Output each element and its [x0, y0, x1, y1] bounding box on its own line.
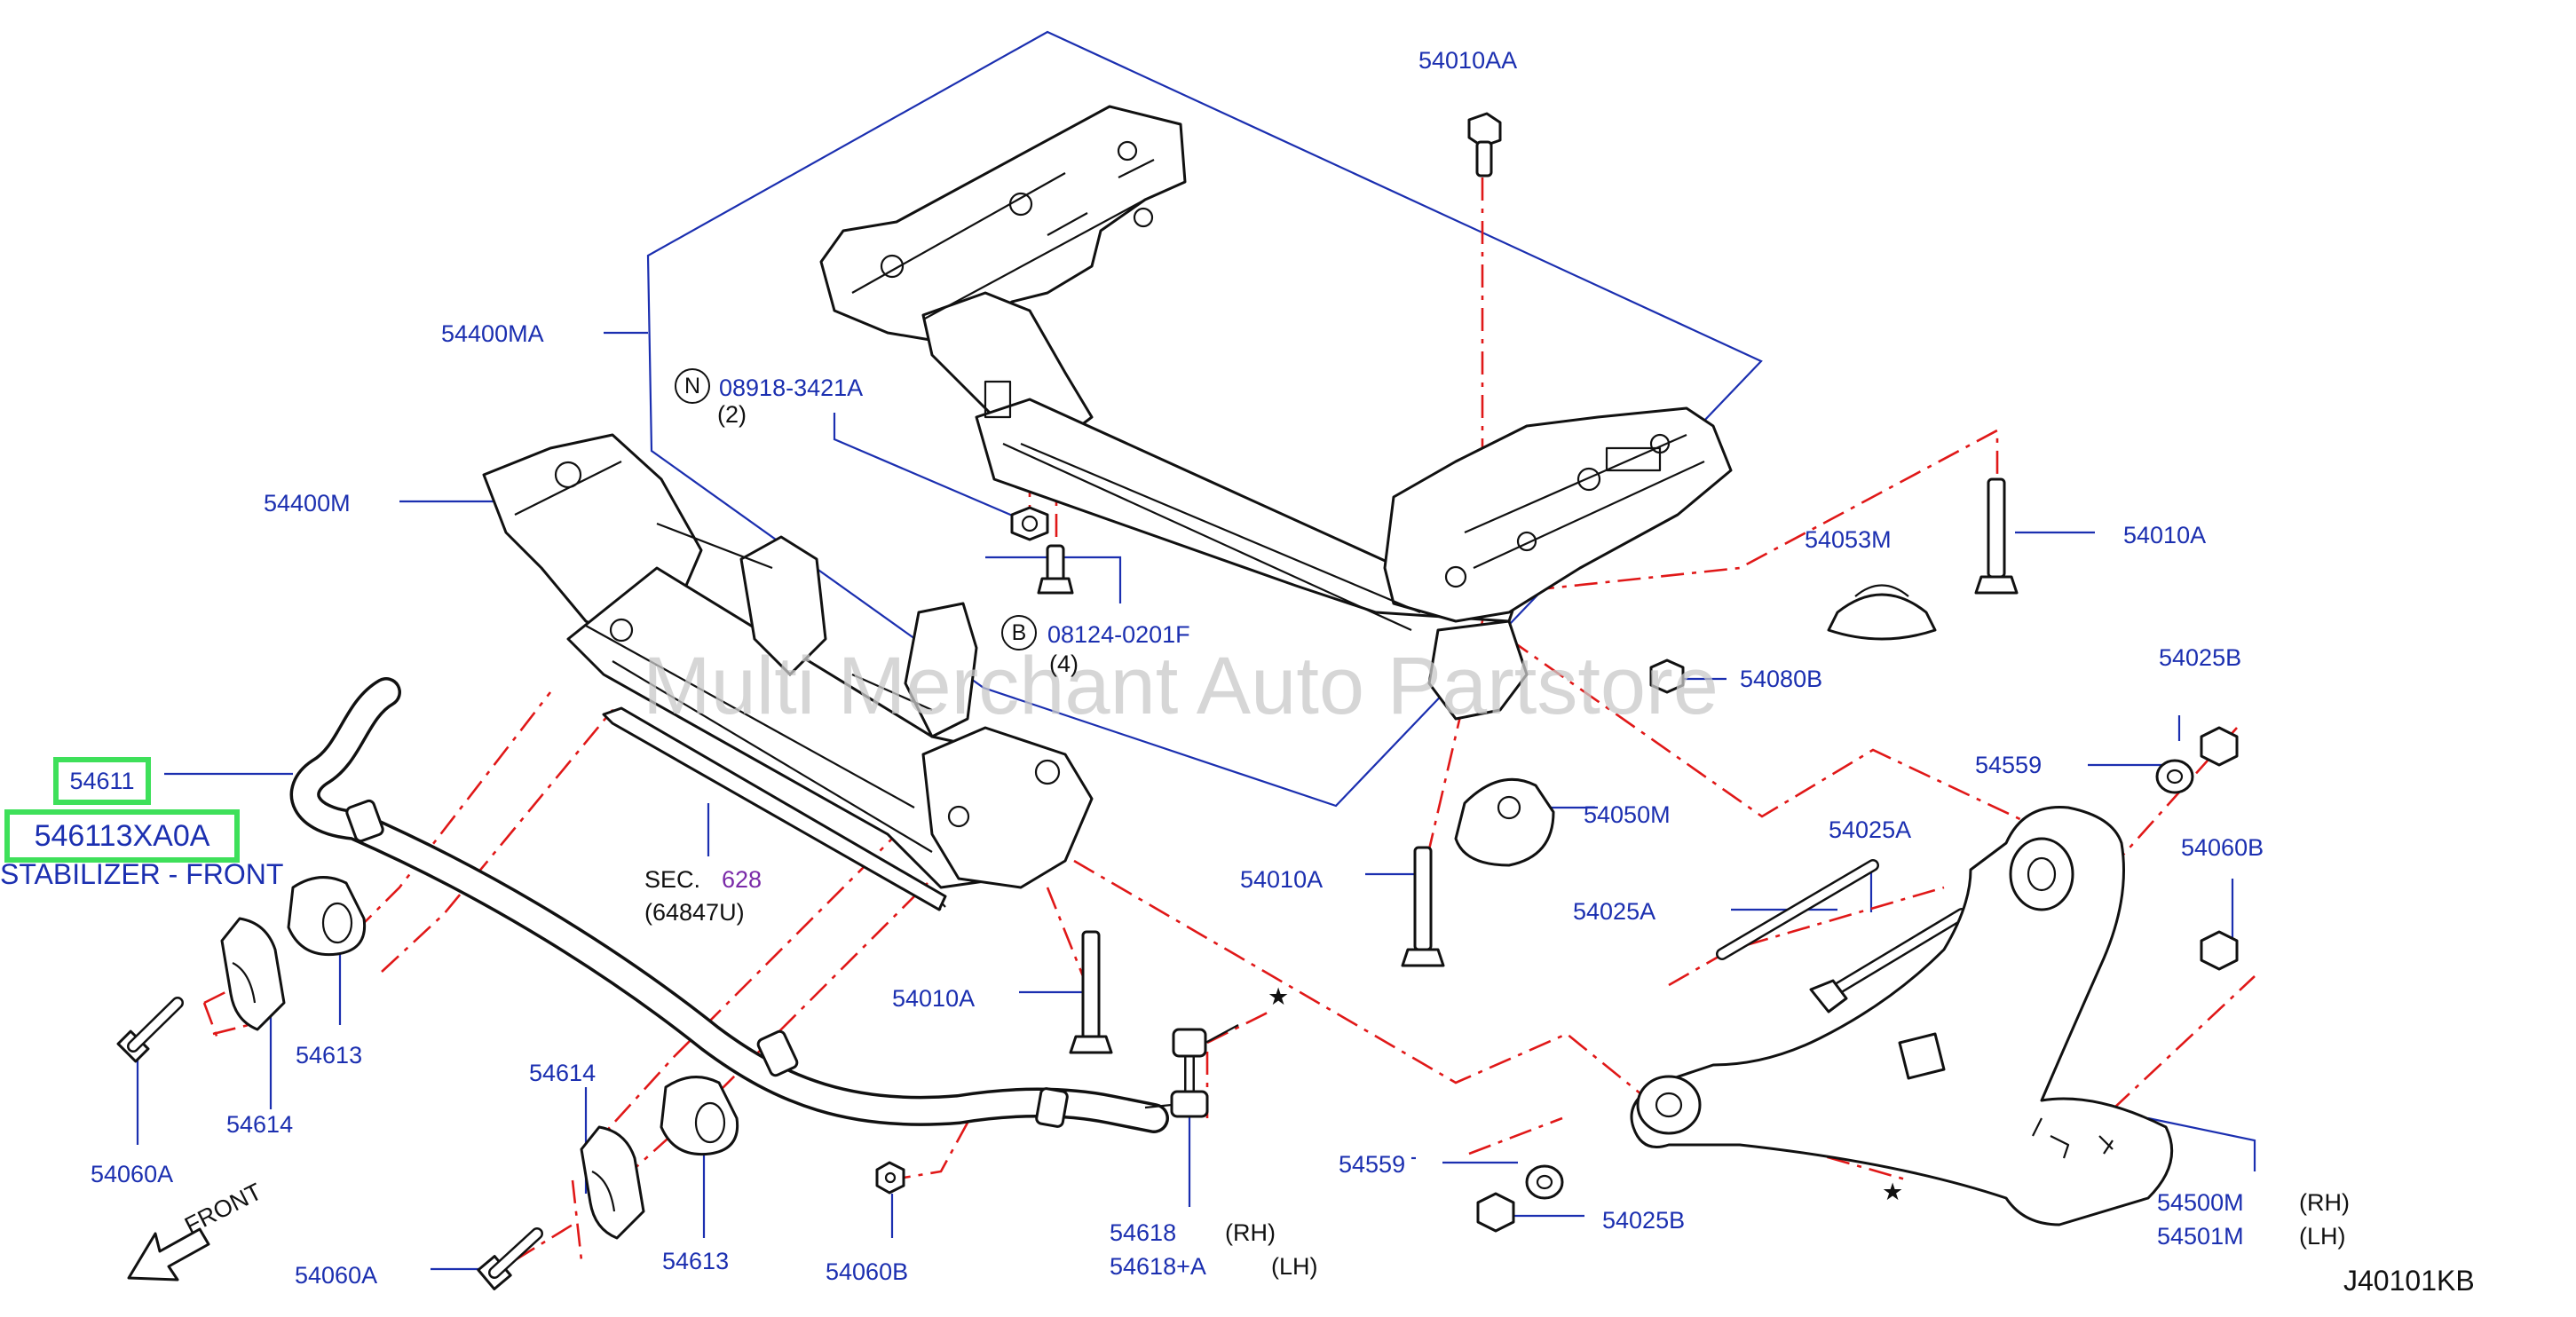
label-54060b-right: 54060B: [2181, 834, 2264, 861]
label-54010a-left: 54010A: [892, 985, 976, 1012]
stabilizer-bar-54611: [289, 677, 1169, 1133]
label-lh-54501m: (LH): [2299, 1223, 2346, 1250]
bolt-54010a-left: [1069, 930, 1113, 1054]
nut-54060b-right: [2200, 930, 2239, 971]
crossmember-lower-54400m: [482, 433, 1094, 911]
label-qty-2: (2): [717, 401, 747, 428]
label-54025b-top: 54025B: [2159, 644, 2242, 671]
insulator-54050m: [1454, 777, 1555, 867]
label-08124-0201f: 08124-0201F: [1047, 621, 1190, 648]
stopper-54053m: [1827, 584, 1937, 641]
label-54614-b: 54614: [529, 1060, 597, 1086]
label-54613-a: 54613: [296, 1042, 363, 1069]
label-54025b-bottom: 54025B: [1602, 1207, 1686, 1234]
nut-08918: [1010, 506, 1049, 541]
bolt-08124: [1037, 544, 1074, 595]
part-ref-text: 54611: [69, 767, 135, 794]
label-54053m: 54053M: [1805, 526, 1892, 553]
note-circle-b: B: [1001, 615, 1037, 651]
label-08918-3421a: 08918-3421A: [719, 375, 864, 401]
label-lh-54618: (LH): [1271, 1253, 1318, 1280]
label-sec-number: 628: [722, 866, 763, 893]
label-54010a-center: 54010A: [1240, 866, 1324, 893]
label-54559-top: 54559: [1975, 752, 2043, 778]
nut-54060b-left: [875, 1161, 905, 1195]
label-54080b: 54080B: [1740, 666, 1823, 692]
clamp-54614-a: [220, 917, 286, 1031]
label-54500m: 54500M: [2157, 1189, 2244, 1216]
label-54010aa: 54010AA: [1418, 47, 1518, 74]
label-sec: SEC.: [644, 866, 701, 893]
label-54025a-left: 54025A: [1573, 898, 1656, 925]
label-54613-b: 54613: [662, 1248, 730, 1274]
washer-54559-bottom: [1525, 1164, 1564, 1200]
star-marker-arm: ★: [1882, 1179, 1904, 1205]
label-54400m: 54400M: [264, 490, 351, 517]
label-54559-bottom: 54559: [1339, 1151, 1406, 1178]
label-54618-a: 54618+A: [1110, 1253, 1206, 1280]
label-sec-sub: (64847U): [644, 899, 745, 926]
bolt-54025a-left: [1716, 859, 1879, 960]
highlight-part-ref: 54611: [53, 757, 151, 805]
nut-54080b: [1649, 658, 1685, 694]
label-rh-54500m: (RH): [2299, 1189, 2350, 1216]
bracket-sec-628: [602, 706, 947, 911]
part-description: STABILIZER - FRONT: [0, 858, 284, 890]
star-marker-link: ★: [1268, 983, 1290, 1010]
label-rh-54618: (RH): [1225, 1219, 1276, 1246]
nut-54025b-top: [2200, 726, 2239, 767]
crossmember-upper-54400ma: [819, 105, 1733, 721]
highlight-part-number: 546113XA0A: [4, 809, 240, 863]
bushing-54613-b: [660, 1076, 739, 1156]
bolt-54010a-center: [1401, 846, 1445, 967]
bolt-54025a-mid: [1809, 908, 1968, 1013]
label-54501m: 54501M: [2157, 1223, 2244, 1250]
bolt-54010aa: [1467, 112, 1502, 177]
label-54618: 54618: [1110, 1219, 1177, 1246]
washer-54559-top: [2155, 759, 2194, 794]
diagram-code: J40101KB: [2343, 1265, 2475, 1297]
bolt-54060a-b: [477, 1227, 543, 1290]
label-54060a-b: 54060A: [295, 1262, 378, 1289]
nut-54025b-bottom: [1476, 1192, 1515, 1233]
label-54060b-left: 54060B: [826, 1258, 909, 1285]
bushing-54613-a: [287, 876, 367, 957]
label-54010a-right: 54010A: [2123, 522, 2207, 548]
label-qty-4: (4): [1049, 651, 1079, 677]
bolt-54010a-right: [1974, 477, 2019, 595]
lower-control-arm-54500m: [1630, 806, 2174, 1226]
bolt-54060a-a: [116, 997, 184, 1063]
label-54400ma: 54400MA: [441, 320, 544, 347]
note-circle-n: N: [675, 368, 710, 404]
stabilizer-link-54618: [1144, 1024, 1239, 1118]
watermark: Multi Merchant Auto Partstore: [643, 641, 1719, 731]
part-number-text: 546113XA0A: [34, 818, 210, 853]
label-54050m: 54050M: [1584, 801, 1671, 828]
label-54025a-mid: 54025A: [1829, 816, 1912, 843]
label-54614-a: 54614: [226, 1111, 294, 1138]
assembly-outline-54400ma: [646, 30, 1763, 808]
front-arrow: [127, 1227, 210, 1282]
label-54060a-a: 54060A: [91, 1161, 174, 1187]
clamp-54614-b: [580, 1125, 645, 1240]
